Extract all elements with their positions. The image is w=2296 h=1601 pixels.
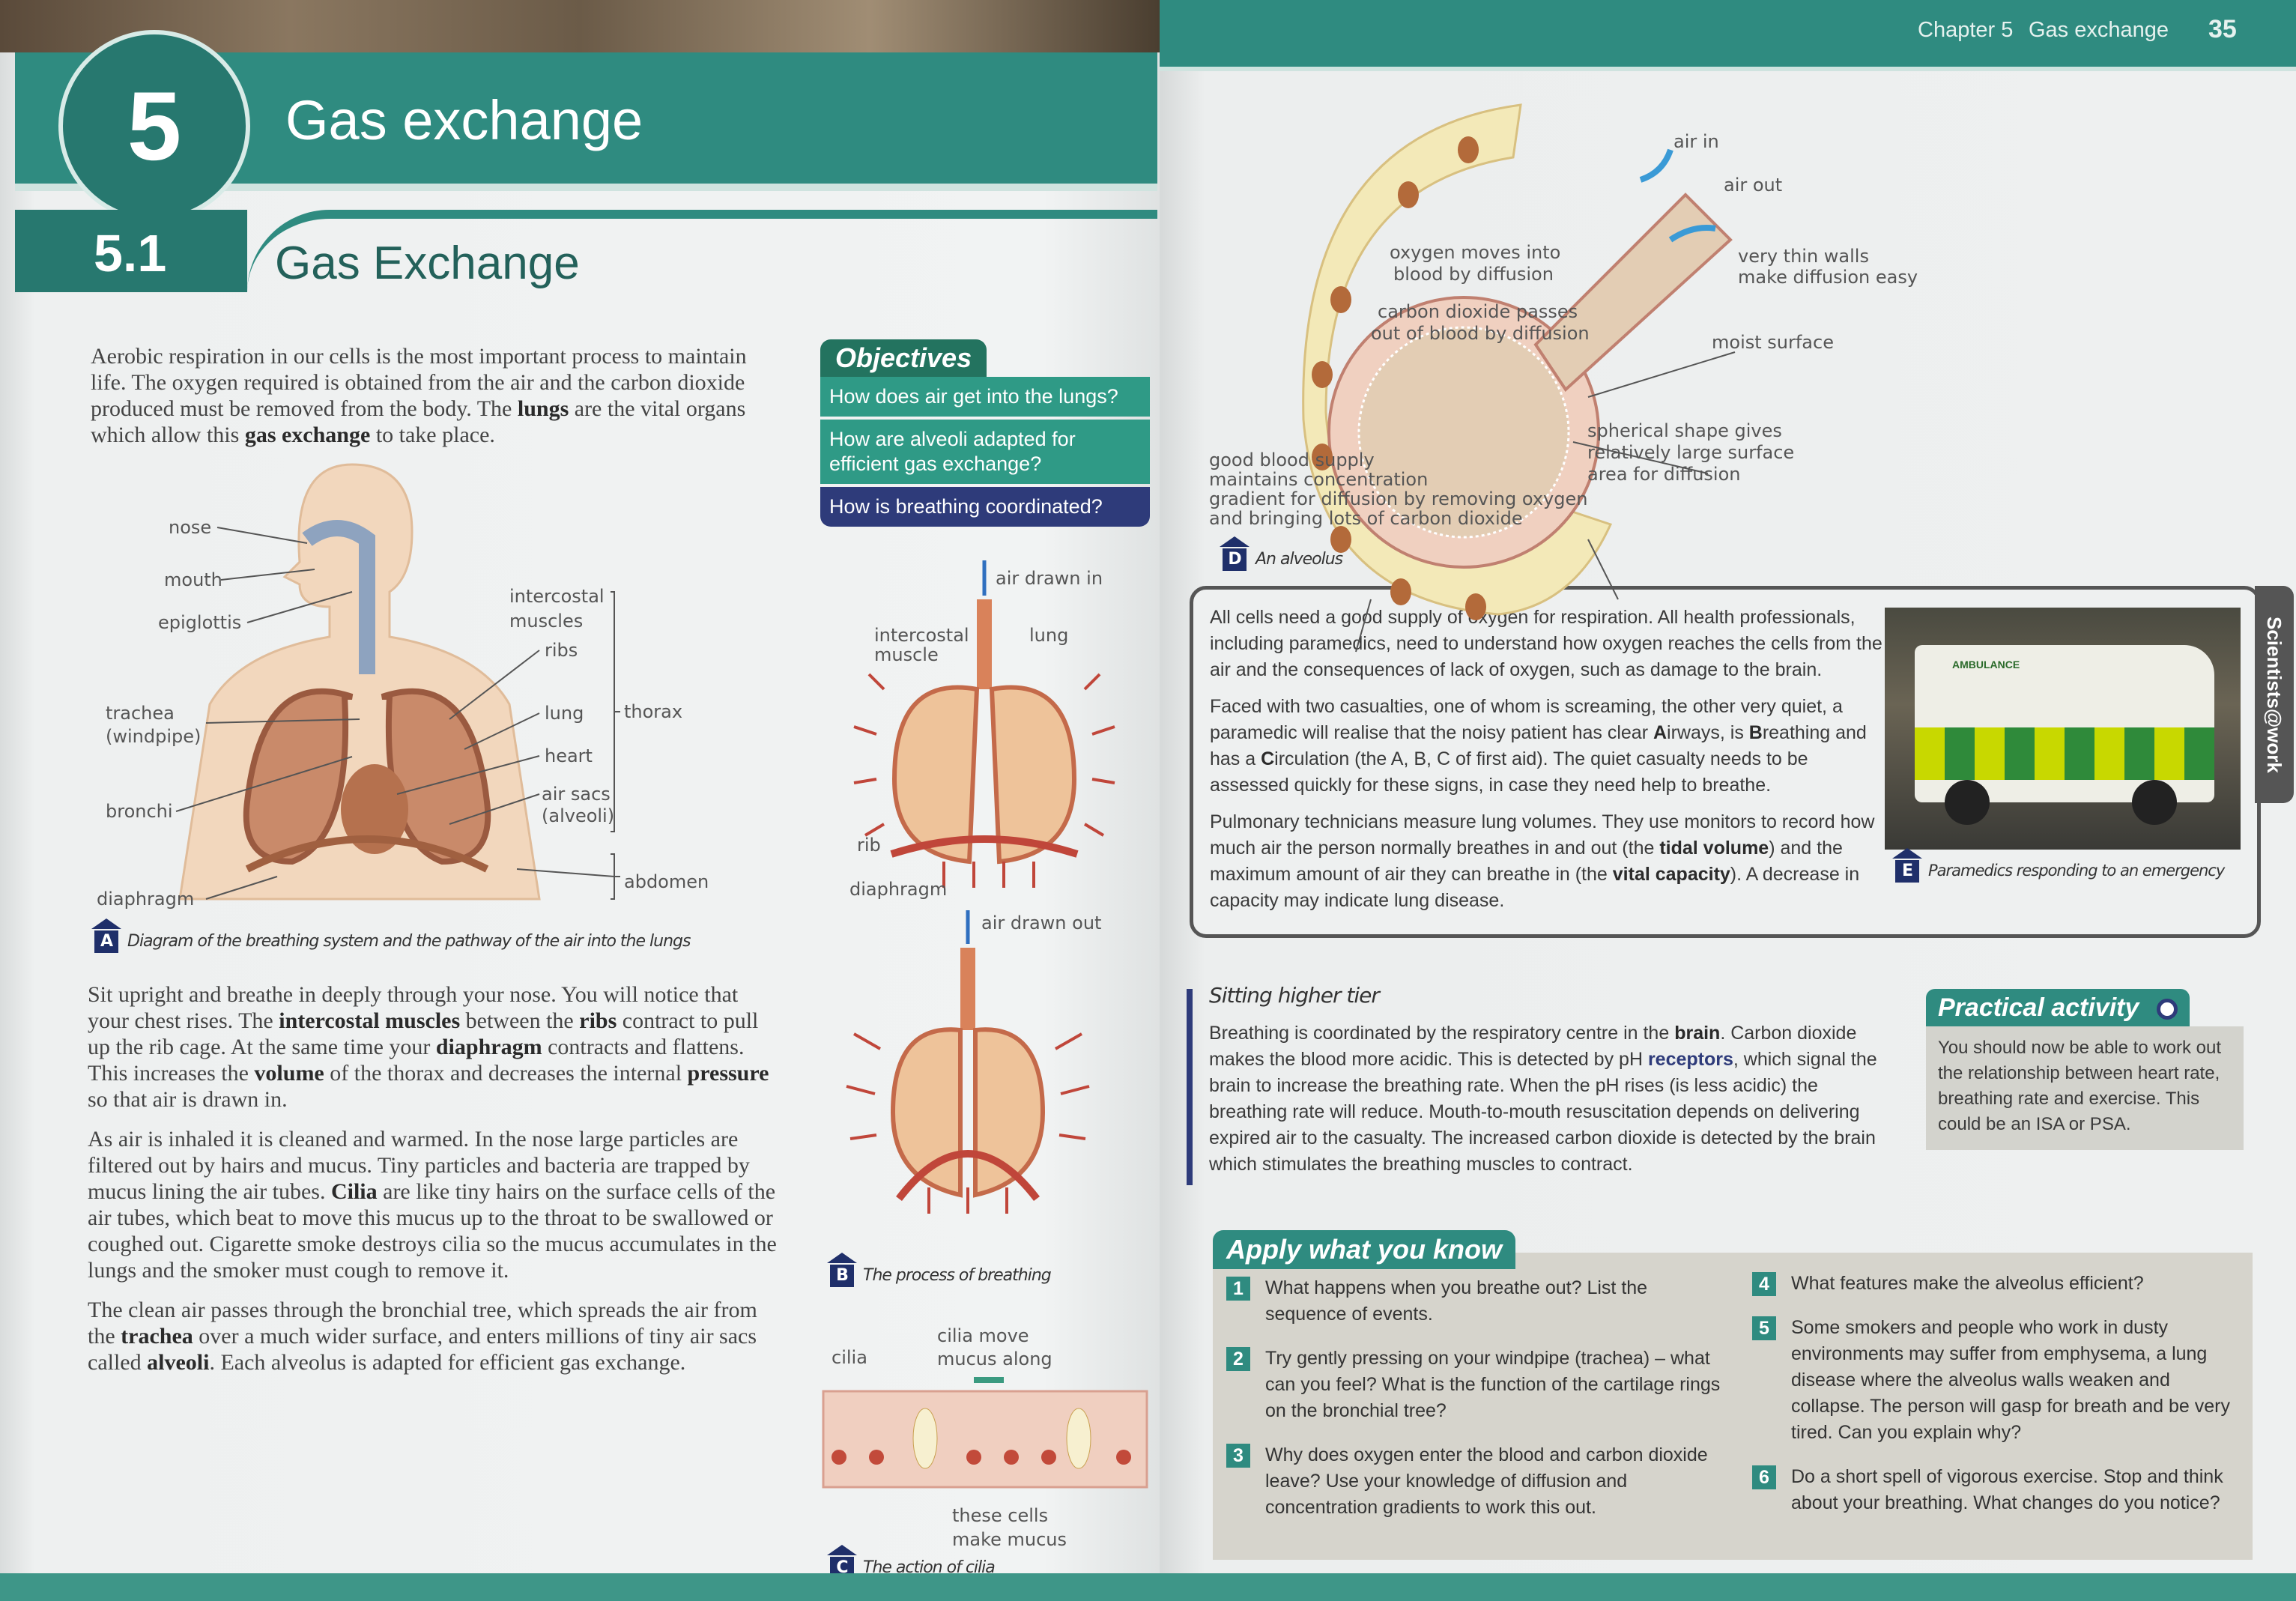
paragraph-bronchial-tree: The clean air passes through the bronchi… — [88, 1298, 757, 1375]
objectives-title: Objectives — [820, 339, 987, 377]
paragraph-cilia: As air is inhaled it is cleaned and warm… — [88, 1127, 777, 1283]
objective-item: How are alveoli adapted for efficient ga… — [820, 420, 1150, 484]
section-title: Gas Exchange — [247, 210, 1157, 292]
chapter-number: 5 — [58, 30, 250, 222]
battenburg-markings — [1915, 727, 2214, 780]
keyword: gas exchange — [244, 423, 371, 447]
apply-what-you-know-title: Apply what you know — [1213, 1230, 1516, 1269]
wheel — [1945, 780, 1990, 825]
wheel — [2132, 780, 2177, 825]
practical-activity-title: Practical activity — [1926, 989, 2190, 1026]
scientists-at-work-tab: Scientists@work — [2255, 586, 2294, 803]
text: are the vital organs which allow this — [91, 396, 746, 447]
section-number: 5.1 — [15, 210, 247, 292]
header-title: Gas exchange — [2029, 18, 2169, 42]
body-text: Sit upright and breathe in deeply throug… — [88, 981, 784, 1389]
text: Aerobic respiration in our cells is the … — [91, 344, 747, 421]
objective-item: How is breathing coordinated? — [820, 487, 1150, 527]
paragraph-breathing-in: Sit upright and breathe in deeply throug… — [88, 982, 769, 1112]
bottom-strip — [0, 1573, 2296, 1601]
page-header — [1160, 0, 2296, 71]
chapter-title: Gas exchange — [285, 89, 643, 151]
magnifier-icon — [2156, 999, 2178, 1020]
ambulance-sign: AMBULANCE — [1952, 659, 2020, 671]
figure-d-icon: D — [1220, 536, 1250, 571]
paragraph: Pulmonary technicians measure lung volum… — [1210, 811, 1875, 911]
page-number: 35 — [2208, 15, 2237, 43]
objectives-box: Objectives How does air get into the lun… — [820, 339, 1150, 530]
figure-b-icon: B — [827, 1253, 857, 1287]
figure-a-icon: A — [91, 918, 121, 953]
practical-activity-text: You should now be able to work out the r… — [1926, 1026, 2244, 1150]
keyword: lungs — [517, 396, 569, 421]
figure-e-icon: E — [1892, 848, 1922, 883]
sitting-higher-title: Sitting higher tier — [1209, 983, 1380, 1008]
text: to take place. — [370, 423, 495, 447]
paragraph: All cells need a good supply of oxygen f… — [1210, 607, 1882, 680]
left-page: 5 Gas exchange 5.1 Gas Exchange Aerobic … — [0, 0, 1160, 1601]
scientists-text: All cells need a good supply of oxygen f… — [1210, 605, 1884, 924]
intro-paragraph: Aerobic respiration in our cells is the … — [91, 343, 772, 448]
header-chapter: Chapter 5 — [1918, 18, 2014, 42]
objective-item: How does air get into the lungs? — [820, 377, 1150, 417]
higher-tier-bar — [1187, 989, 1193, 1185]
ambulance-photo: AMBULANCE — [1885, 608, 2241, 850]
sitting-higher-text: Breathing is coordinated by the respirat… — [1209, 1023, 1877, 1175]
paragraph: Faced with two casualties, one of whom i… — [1210, 696, 1867, 796]
